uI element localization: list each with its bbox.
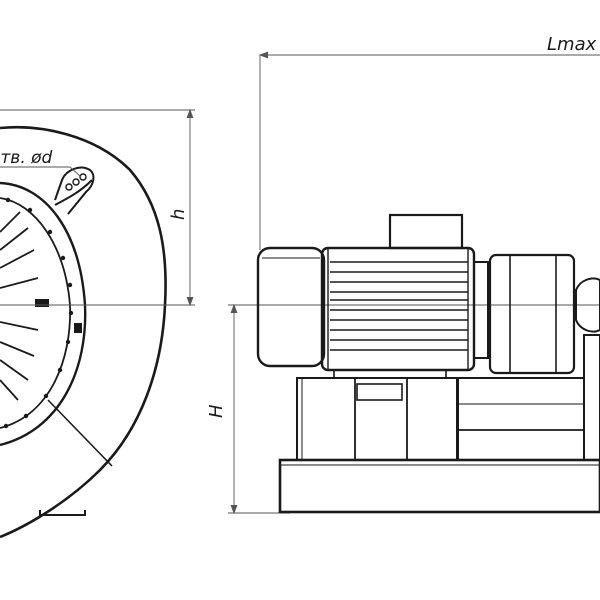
motor-foot [333, 369, 447, 379]
bearing-housing [575, 277, 600, 333]
dimension-lmax [258, 51, 600, 250]
overall-length-label: Lmax [547, 34, 597, 55]
dimension-H [228, 303, 600, 515]
ring-lug [35, 299, 49, 307]
coupling-housing [488, 253, 576, 375]
motor-flange [473, 261, 489, 359]
impeller-blades [0, 211, 39, 401]
height-base-label: H [206, 404, 227, 418]
ring-lug [74, 323, 82, 333]
bearing-column [583, 334, 600, 461]
fan-side-view [0, 125, 195, 539]
motor-fan-cover [256, 246, 326, 368]
motor-assembly [256, 213, 600, 514]
motor-body [320, 246, 476, 372]
dimension-h [0, 108, 195, 307]
housing-foot [39, 510, 86, 516]
volute-tongue-upper [54, 179, 93, 206]
pedestal-block [356, 383, 403, 401]
height-top-label: h [168, 209, 189, 220]
motor-pedestal [296, 377, 458, 461]
cooling-fins [330, 261, 468, 351]
holes-label: отв. ød [0, 148, 53, 168]
bolt-hole [65, 183, 73, 191]
base-frame [278, 458, 600, 514]
inlet-ring-inner [0, 197, 71, 429]
volute-tongue-lower [47, 399, 113, 467]
holes-leader-diag [69, 166, 81, 177]
bolt-hole [79, 173, 87, 181]
terminal-box [388, 213, 464, 250]
ring-bolts [3, 197, 74, 429]
bolt-hole [72, 178, 80, 186]
bearing-support [457, 377, 585, 461]
flange-tab [54, 166, 95, 215]
